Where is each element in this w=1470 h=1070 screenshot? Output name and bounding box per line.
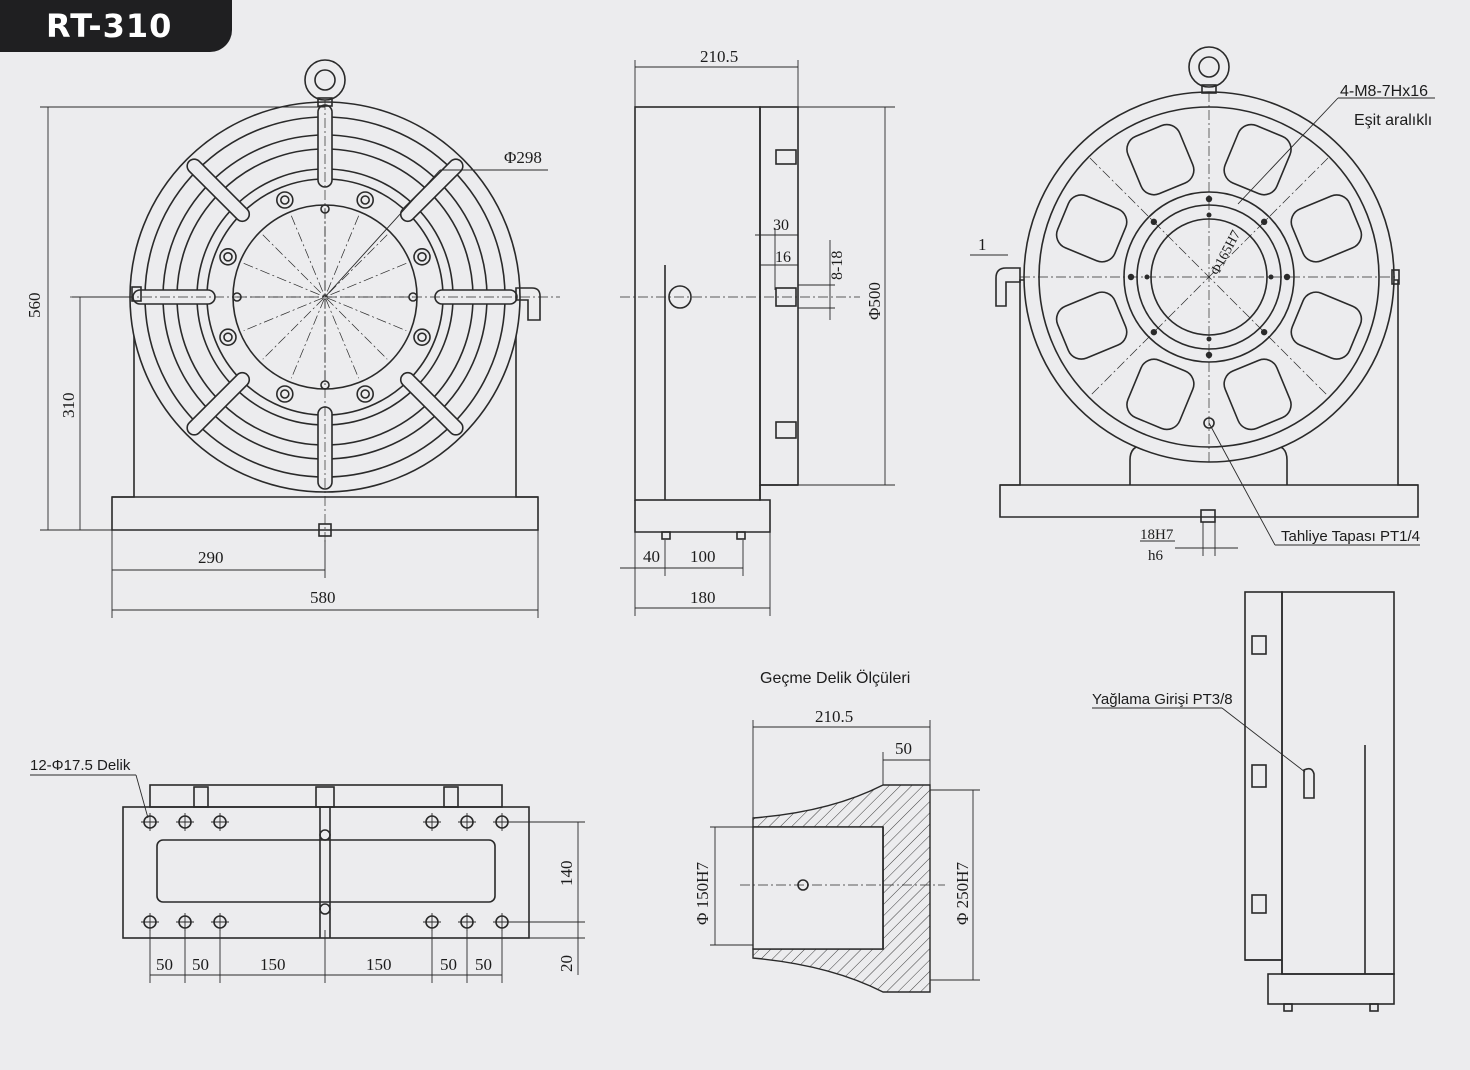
rear-window	[1055, 194, 1128, 263]
lube-table-plate	[1244, 591, 1283, 961]
rear-window	[1055, 291, 1128, 360]
dim-fitting-outer: Φ 250H7	[953, 862, 972, 925]
dim-table-diameter: Φ298	[504, 148, 542, 167]
front-drain-plug	[318, 523, 332, 537]
dim-base-offset: 40	[643, 547, 660, 566]
side-view: 210.5 30 16 8-18 Φ500 40 100 180	[620, 47, 895, 616]
rear-lifting-eye	[1188, 46, 1230, 88]
rear-window	[1290, 194, 1363, 263]
rear-bolt	[1205, 195, 1213, 203]
left-lock-pin	[131, 286, 142, 302]
rear-window	[1126, 358, 1195, 431]
dim-plan-150-a: 150	[260, 955, 286, 974]
drain-plug	[1203, 417, 1215, 429]
rear-window	[1223, 123, 1292, 196]
t-slot	[399, 371, 464, 436]
dim-half-width: 290	[198, 548, 224, 567]
key-mark-label: 1	[978, 235, 987, 254]
rear-bolt	[1205, 351, 1213, 359]
side-slot-bolt-top	[775, 149, 797, 165]
dim-plan-50-a: 50	[156, 955, 173, 974]
dim-height-total: 560	[25, 293, 44, 319]
dim-fitting-flange: 50	[895, 739, 912, 758]
plan-view: 12-Φ17.5 Delik 50 50 150 150 50 50 140 2…	[30, 757, 585, 983]
lube-housing	[1281, 591, 1395, 975]
lube-view: Yağlama Girişi PT3/8	[1092, 591, 1395, 1012]
dim-slot-depth: 30	[773, 217, 789, 234]
table-bolt-hole	[219, 328, 237, 346]
bolt-note-label: Eşit aralıklı	[1354, 112, 1432, 129]
plan-hole-label: 12-Φ17.5 Delik	[30, 757, 131, 774]
dim-base-mid: 100	[690, 547, 716, 566]
t-slot	[399, 158, 464, 223]
dim-slot-width: 16	[775, 249, 791, 266]
dim-plan-150-b: 150	[366, 955, 392, 974]
plan-base-plate	[122, 806, 530, 939]
table-bolt-hole	[276, 191, 294, 209]
dim-plan-50-b: 50	[192, 955, 209, 974]
side-housing	[634, 106, 761, 501]
t-slot	[186, 158, 251, 223]
table-bolt-hole	[413, 328, 431, 346]
bolt-spec-label: 4-M8-7Hx16	[1340, 83, 1428, 100]
drain-plug-label: Tahliye Tapası PT1/4	[1281, 528, 1420, 545]
dim-fitting-length: 210.5	[815, 707, 853, 726]
rear-window	[1290, 291, 1363, 360]
dim-face-diameter: Φ500	[865, 282, 884, 320]
dim-plan-height-20: 20	[557, 955, 576, 972]
dim-slot-range: 8-18	[829, 251, 846, 280]
dim-base-width: 580	[310, 588, 336, 607]
lube-inlet-label: Yağlama Girişi PT3/8	[1092, 691, 1233, 708]
table-bolt-hole	[276, 385, 294, 403]
rear-window	[1223, 358, 1292, 431]
fit-top-label: 18H7	[1140, 527, 1174, 543]
dim-plan-50-c: 50	[440, 955, 457, 974]
dim-plan-height-140: 140	[557, 861, 576, 887]
dim-side-depth: 210.5	[700, 47, 738, 66]
table-bolt-hole	[356, 385, 374, 403]
rear-window	[1126, 123, 1195, 196]
dim-plan-50-d: 50	[475, 955, 492, 974]
dim-fitting-inner: Φ 150H7	[693, 862, 712, 925]
lifting-eye	[304, 59, 346, 101]
fit-bottom-label: h6	[1148, 548, 1164, 564]
fitting-title: Geçme Delik Ölçüleri	[760, 669, 910, 687]
right-lock-lever	[515, 287, 541, 321]
table-bolt-hole	[413, 248, 431, 266]
model-badge: RT-310	[0, 0, 232, 52]
table-bolt-hole	[356, 191, 374, 209]
lube-inlet-fitting	[1303, 767, 1315, 799]
rear-view: 4-M8-7Hx16 Eşit aralıklı Φ165H7 1 18H7 h…	[970, 46, 1435, 564]
fitting-detail: Geçme Delik Ölçüleri 210.5 50 Φ 150H7 Φ …	[693, 669, 980, 993]
front-view: 560 310 Φ298 290 580	[25, 59, 560, 618]
plan-inner-recess	[156, 839, 496, 903]
side-slot-bolt-bottom	[775, 421, 797, 439]
rear-lock-lever	[995, 267, 1021, 307]
fitting-section-hatch	[752, 784, 931, 993]
dim-center-height: 310	[59, 393, 78, 419]
rear-key-block	[1200, 509, 1216, 523]
dim-base-depth: 180	[690, 588, 716, 607]
t-slot	[186, 371, 251, 436]
table-bolt-hole	[219, 248, 237, 266]
